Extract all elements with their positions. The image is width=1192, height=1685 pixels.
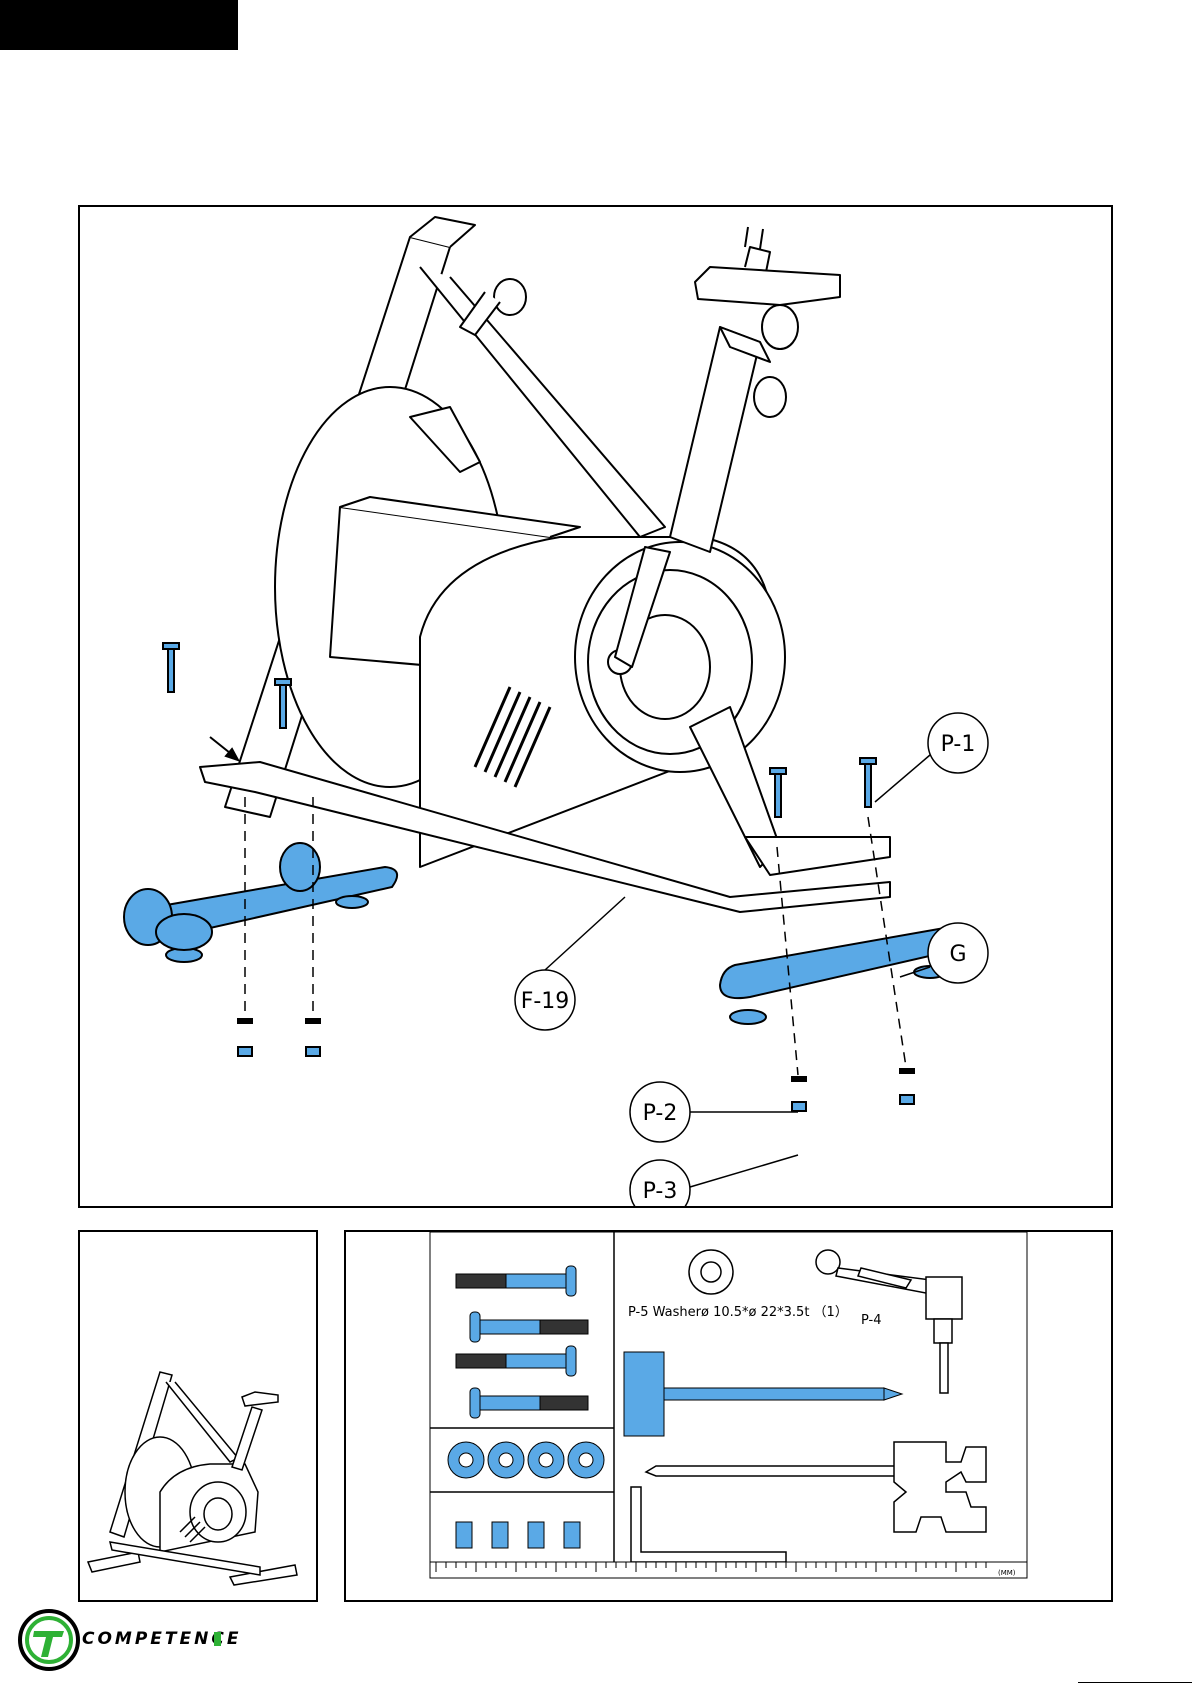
seat-bracket: [695, 267, 840, 305]
assembled-bike-thumbnail-panel: [78, 1230, 318, 1602]
multi-tool-wrench-icon: [646, 1442, 986, 1532]
callout-p2: P-2: [643, 1101, 678, 1126]
callout-f19: F-19: [521, 989, 570, 1014]
p4-pop-pin-icon: [816, 1250, 962, 1393]
callout-p1: P-1: [941, 732, 976, 757]
washer-p2: [238, 1019, 252, 1023]
brand-footer: COMPETENCE: [16, 1607, 416, 1677]
header-black-tab: [0, 0, 238, 50]
hardware-pack-drawing: P-5 Washerø 10.5*ø 22*3.5t （1） P-4: [346, 1232, 1111, 1600]
ruler-unit-label: (MM): [998, 1569, 1016, 1577]
seat-post: [670, 327, 760, 552]
handlebar-knob: [494, 279, 526, 315]
nut-p3: [238, 1047, 252, 1056]
rear-stabilizer: [720, 927, 963, 998]
front-wheel-right: [280, 843, 320, 891]
footer-rule: [1078, 1682, 1192, 1683]
assembled-bike-thumbnail: [80, 1232, 316, 1600]
brand-mark: [214, 1632, 221, 1646]
allen-t-tool-icon: [624, 1352, 902, 1436]
assembly-diagram-panel: P-1 G F-19 P-2 P-3: [78, 205, 1113, 1208]
hardware-pack-panel: P-5 Washerø 10.5*ø 22*3.5t （1） P-4: [344, 1230, 1113, 1602]
p5-washer-label: P-5 Washerø 10.5*ø 22*3.5t （1）: [628, 1305, 848, 1320]
nuts: [456, 1522, 580, 1548]
seat-adjust-knob: [762, 305, 798, 349]
post-adjust-knob: [754, 377, 786, 417]
mm-ruler: (MM): [430, 1562, 1027, 1578]
bike-assembly-drawing: P-1 G F-19 P-2 P-3: [80, 207, 1111, 1206]
callout-g: G: [949, 942, 966, 967]
competence-logo-icon: [16, 1607, 82, 1673]
hex-key-icon: [631, 1487, 786, 1562]
callout-p3: P-3: [643, 1179, 678, 1204]
p4-label: P-4: [861, 1313, 882, 1328]
bolt-p1: [168, 647, 174, 692]
p5-washer-icon: [689, 1250, 733, 1294]
